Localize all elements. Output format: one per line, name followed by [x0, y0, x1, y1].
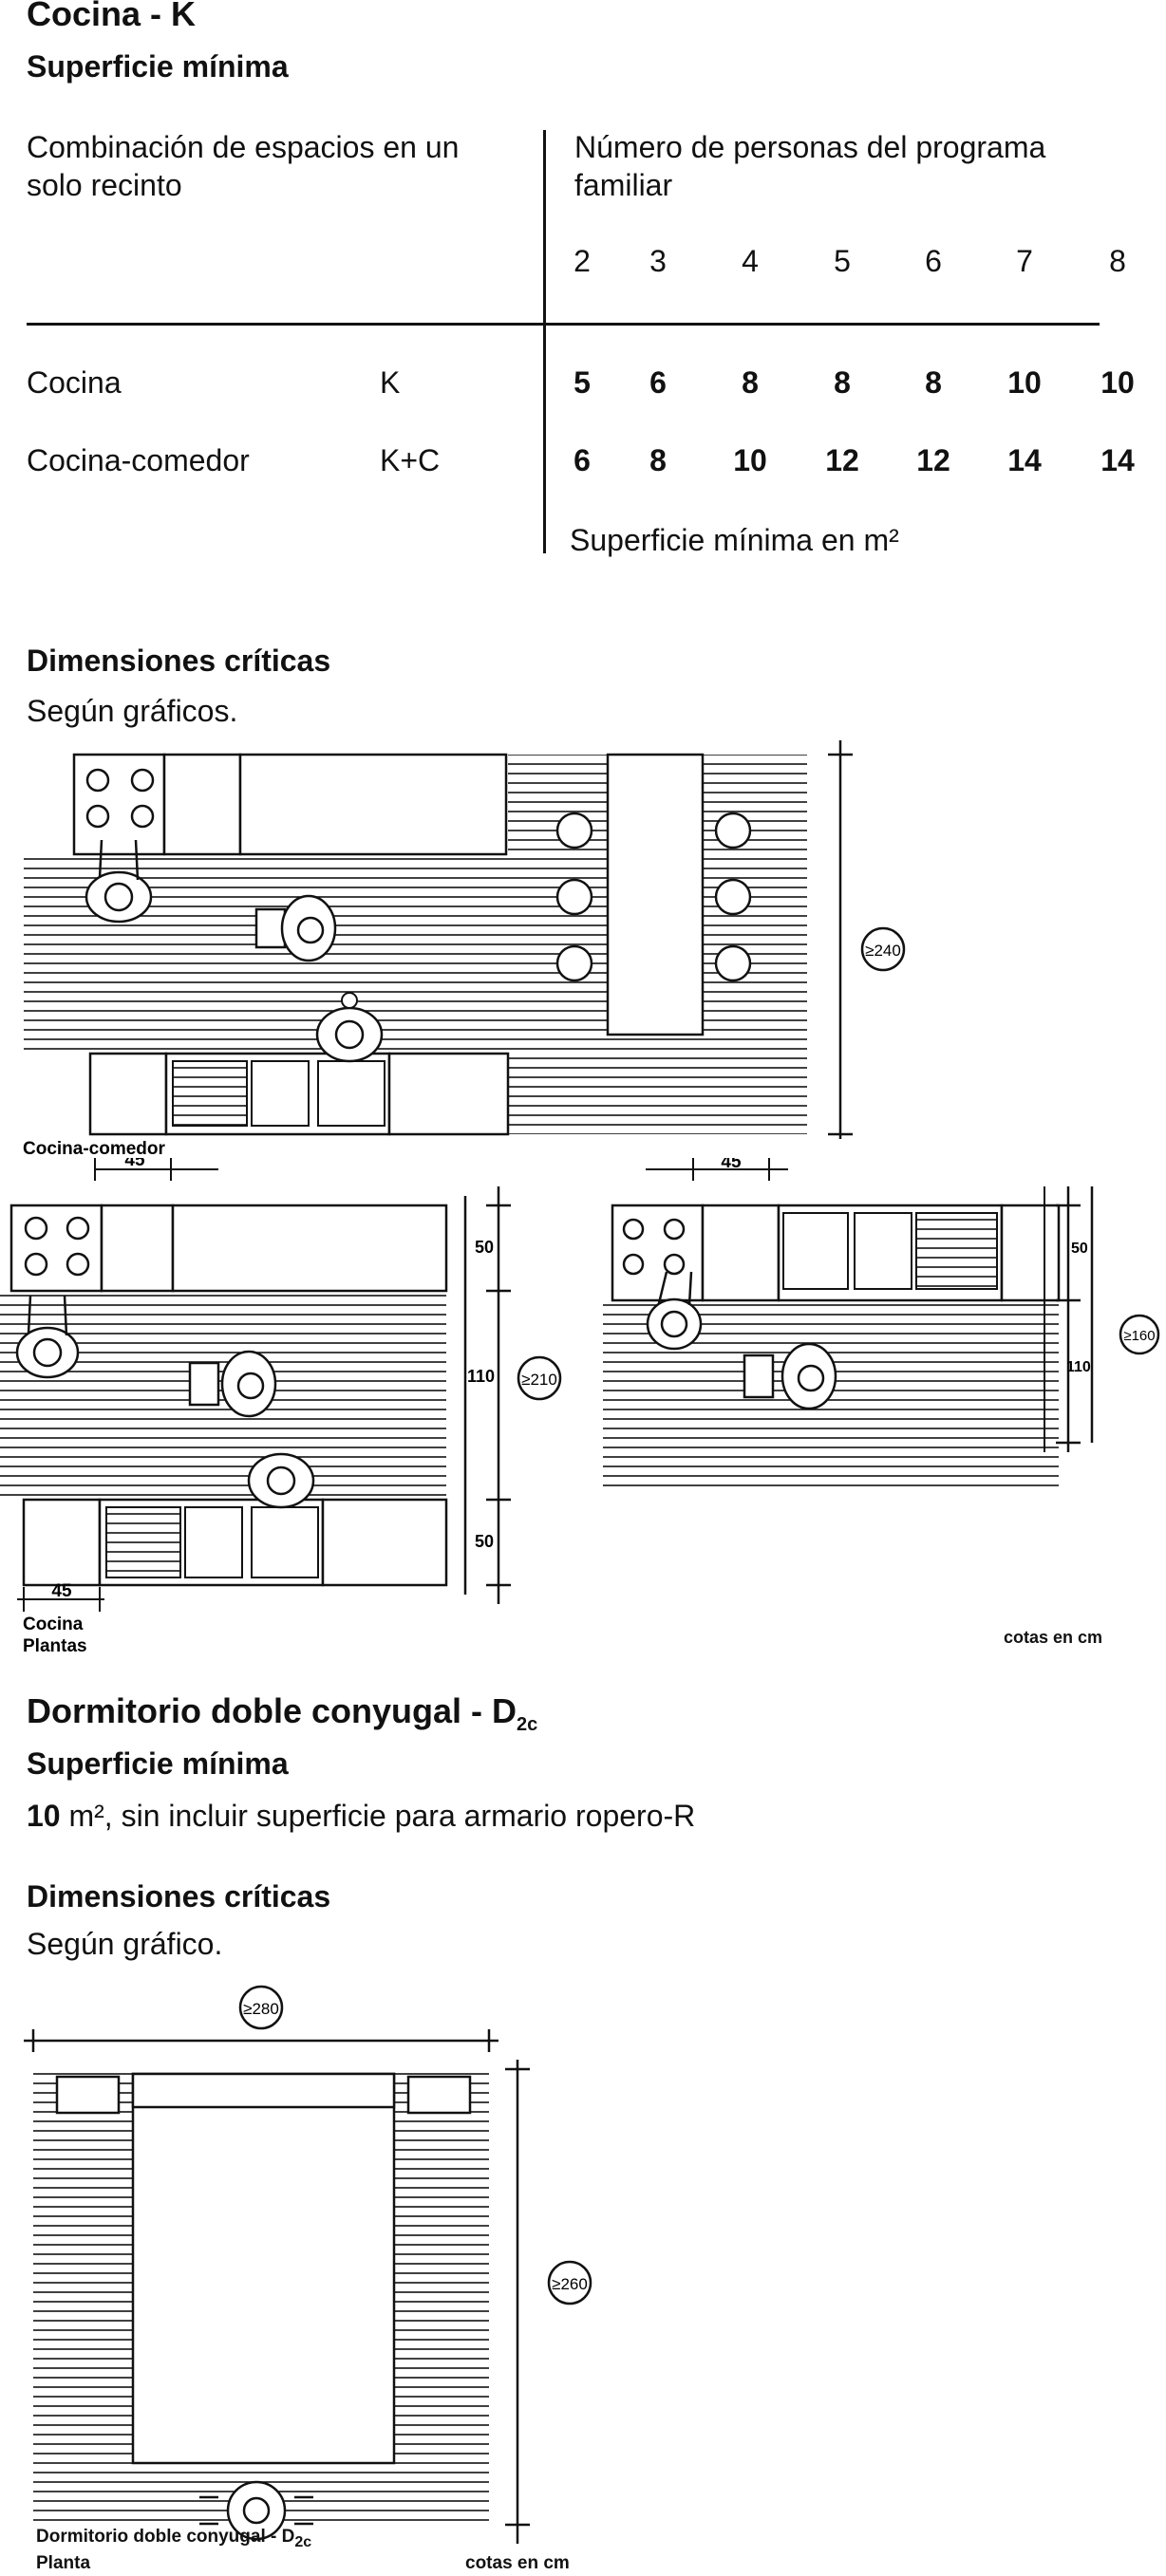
bedroom-plan: ≥280 ≥260 [24, 1985, 592, 2544]
double-bed [131, 2072, 396, 2465]
table-cell: 10 [1007, 365, 1042, 400]
table-cell: 8 [834, 365, 851, 400]
bedroom-plan-caption: Dormitorio doble conyugal - D2c [36, 2527, 311, 2551]
bedroom-units-note: cotas en cm [465, 2553, 570, 2573]
units-note: cotas en cm [1004, 1628, 1103, 1647]
kitchen-min-area-heading: Superficie mínima [27, 49, 289, 84]
person-figure-icon [188, 1350, 277, 1418]
bedroom-plan-caption-2: Planta [36, 2553, 91, 2573]
cooktop [72, 753, 166, 856]
plan-caption-2: Plantas [23, 1636, 87, 1656]
table-col2-header: Número de personas del programa familiar [574, 130, 1046, 202]
bedroom-title-text: Dormitorio doble conyugal - D [27, 1691, 517, 1730]
dim-b-label: 110 [1066, 1359, 1091, 1375]
table-cell: 5 [574, 365, 591, 400]
bedroom-critical-text: Según gráfico. [27, 1927, 223, 1961]
bedroom-critical-heading: Dimensiones críticas [27, 1879, 331, 1913]
dim-top-label: 45 [721, 1158, 742, 1172]
cooktop [9, 1204, 103, 1293]
plan-caption: Cocina-comedor [23, 1139, 166, 1158]
persons-header-cell: 4 [742, 244, 759, 278]
plan-caption-1: Cocina [23, 1615, 84, 1634]
row-cocina-comedor-code: K+C [380, 443, 441, 477]
person-figure-icon [646, 1271, 703, 1351]
nightstand [406, 2075, 472, 2115]
bedroom-title-sub: 2c [517, 1714, 538, 1736]
table-cell: 6 [649, 365, 667, 400]
table-cell: 8 [742, 365, 759, 400]
table-cell: 10 [1100, 365, 1135, 400]
bedroom-title: Dormitorio doble conyugal - D2c [27, 1691, 537, 1736]
person-figure-icon [254, 894, 337, 962]
table-divider-horizontal [27, 323, 1100, 326]
dim-c-label: 50 [475, 1532, 494, 1551]
row-cocina-name: Cocina [27, 365, 122, 400]
dim-width-label: ≥240 [865, 942, 901, 960]
dining-table [606, 753, 705, 1036]
person-figure-icon [315, 992, 384, 1063]
cooktop [611, 1204, 705, 1302]
table-cell: 14 [1100, 443, 1135, 477]
dim-bottom-label: 45 [51, 1581, 72, 1601]
table-col1-header: Combinación de espacios en un solo recin… [27, 130, 460, 202]
kitchen-plan-left: 45 50 110 50 ≥210 45 Cocina Plantas [0, 1158, 562, 1656]
persons-header-cell: 5 [834, 244, 851, 278]
dim-b-label: 110 [467, 1367, 495, 1386]
dim-total-label: ≥160 [1123, 1328, 1155, 1344]
bedroom-min-area-heading: Superficie mínima [27, 1746, 289, 1781]
bedroom-min-area-line: 10 m², sin incluir superficie para armar… [27, 1799, 695, 1834]
table-cell: 8 [649, 443, 667, 477]
bedroom-plan-caption-sub: 2c [294, 2533, 312, 2550]
persons-header-cell: 3 [649, 244, 667, 278]
nightstand [55, 2075, 121, 2115]
persons-header-cell: 7 [1016, 244, 1033, 278]
counter-top [238, 753, 508, 856]
kitchen-critical-text: Según gráficos. [27, 694, 238, 728]
person-figure-icon [85, 839, 153, 924]
row-cocina-code: K [380, 365, 401, 400]
table-cell: 14 [1007, 443, 1042, 477]
table-cell: 8 [925, 365, 942, 400]
dim-width-label: ≥280 [243, 2000, 279, 2018]
person-figure-icon [743, 1342, 837, 1410]
table-cell: 12 [916, 443, 950, 477]
dim-total-label: ≥210 [521, 1371, 557, 1389]
kitchen-critical-heading: Dimensiones críticas [27, 644, 331, 678]
table-cell: 12 [825, 443, 859, 477]
kitchen-title: Cocina - K [27, 0, 197, 33]
bedroom-plan-caption-text: Dormitorio doble conyugal - D [36, 2527, 295, 2547]
kitchen-dining-plan: ≥240 Cocina-comedor [23, 740, 906, 1158]
persons-header-cell: 8 [1109, 244, 1126, 278]
dim-a-label: 50 [475, 1238, 494, 1257]
table-footnote: Superficie mínima en m² [570, 523, 899, 557]
bedroom-min-area-value: 10 [27, 1799, 61, 1833]
bedroom-min-area-text: m², sin incluir superficie para armario … [68, 1799, 696, 1833]
table-divider-vertical [543, 130, 546, 553]
person-figure-icon [15, 1295, 80, 1379]
person-figure-icon [199, 2480, 313, 2541]
row-cocina-comedor-name: Cocina-comedor [27, 443, 250, 477]
persons-header-cell: 2 [574, 244, 591, 278]
person-figure-icon [247, 1452, 315, 1509]
dim-height-label: ≥260 [552, 2275, 588, 2293]
table-cell: 6 [574, 443, 591, 477]
kitchen-plan-right: 45 50 110 ≥160 [603, 1158, 1160, 1490]
persons-header-cell: 6 [925, 244, 942, 278]
dim-a-label: 50 [1071, 1241, 1088, 1257]
table-cell: 10 [733, 443, 767, 477]
dim-top-label: 45 [124, 1158, 145, 1170]
